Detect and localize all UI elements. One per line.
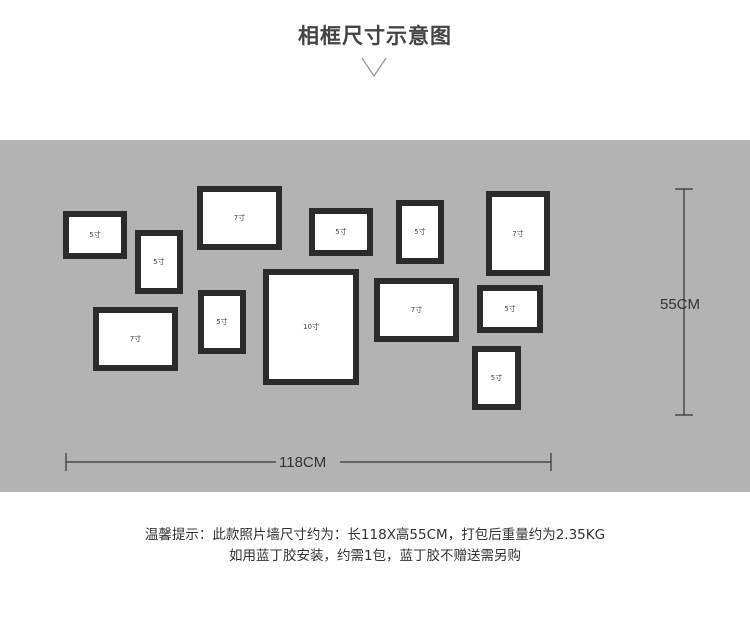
frame-5-top-right-small: 5寸 bbox=[396, 200, 444, 264]
frame-size-label: 5寸 bbox=[89, 231, 101, 239]
tip-line-1: 温馨提示：此款照片墙尺寸约为：长118X高55CM，打包后重量约为2.35KG bbox=[144, 527, 606, 543]
frame-size-label: 10寸 bbox=[303, 323, 319, 331]
frame-size-label: 7寸 bbox=[129, 335, 142, 343]
frame-5-bottom-small: 5寸 bbox=[198, 290, 246, 354]
frame-size-label: 5寸 bbox=[216, 318, 228, 326]
frame-5-top-middle: 5寸 bbox=[309, 208, 373, 256]
frame-5-right-landscape: 5寸 bbox=[477, 285, 543, 333]
height-dimension-label: 55CM bbox=[660, 296, 701, 313]
frame-5-top-left: 5寸 bbox=[63, 211, 127, 259]
frame-size-label: 7寸 bbox=[233, 214, 246, 222]
page-title: 相框尺寸示意图 bbox=[298, 24, 452, 48]
frame-7-middle-right: 7寸 bbox=[374, 278, 459, 342]
frame-size-label: 7寸 bbox=[512, 229, 524, 238]
frame-size-label: 5寸 bbox=[490, 374, 503, 382]
frame-5-left-upper: 5寸 bbox=[135, 230, 183, 294]
frame-size-label: 7寸 bbox=[410, 306, 423, 314]
frame-7-top-right: 7寸 bbox=[486, 191, 550, 276]
frame-size-label: 5寸 bbox=[414, 228, 426, 236]
frame-7-bottom-left: 7寸 bbox=[93, 307, 178, 371]
frame-size-label: 5寸 bbox=[153, 258, 165, 266]
frame-size-label: 5寸 bbox=[504, 305, 516, 313]
frame-5-bottom-right: 5寸 bbox=[472, 346, 521, 410]
height-dimension-line bbox=[675, 188, 693, 416]
width-dimension-label: 118CM bbox=[279, 454, 327, 471]
tip-line-2: 如用蓝丁胶安装，约需1包，蓝丁胶不赠送需另购 bbox=[228, 548, 522, 564]
frame-size-label: 5寸 bbox=[335, 228, 347, 236]
frame-7-top: 7寸 bbox=[197, 186, 282, 250]
frame-10-center: 10寸 bbox=[263, 269, 359, 385]
width-dimension-line bbox=[65, 453, 552, 471]
frame-layout-panel: 5寸 5寸 7寸 5寸 5寸 7寸 7寸 5寸 10寸 7寸 5寸 5寸 55C… bbox=[0, 140, 750, 492]
chevron-down-icon bbox=[361, 57, 387, 78]
